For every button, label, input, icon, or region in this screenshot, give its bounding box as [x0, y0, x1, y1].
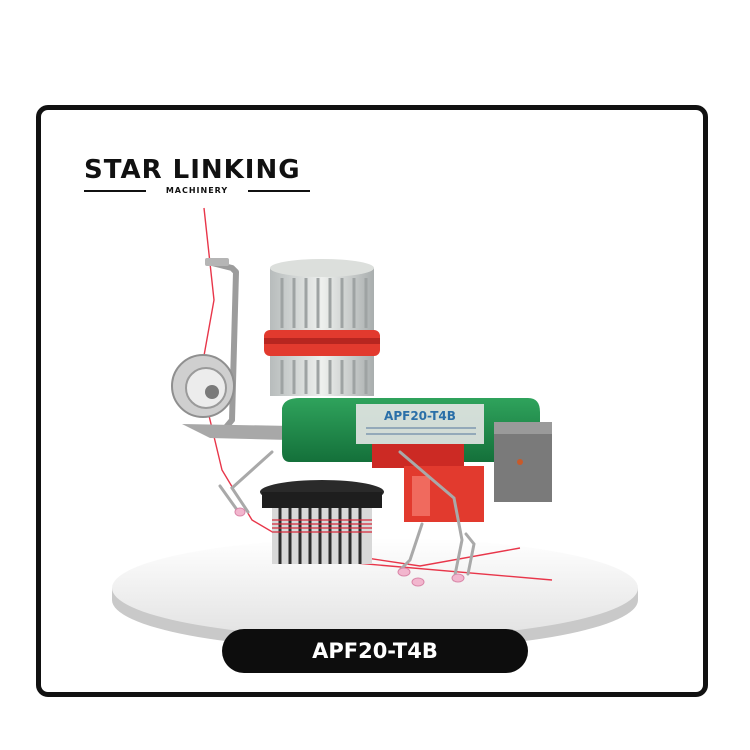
body-model-label: APF20-T4B — [384, 409, 456, 423]
belt-pulley — [264, 259, 380, 396]
tension-disc — [171, 354, 235, 418]
tension-arm — [205, 258, 239, 434]
brand-tagline: MACHINERY — [165, 186, 229, 195]
guide-eyelets — [234, 507, 465, 587]
yarn-thread — [199, 207, 553, 581]
tagline-rule-left — [84, 189, 146, 192]
storage-drum — [260, 480, 384, 564]
red-sensor-box — [404, 466, 484, 522]
side-sensor-block — [494, 422, 552, 502]
machine-body: APF20-T4B — [282, 398, 540, 468]
product-model-label: APF20-T4B — [222, 629, 528, 673]
brand-name: STAR LINKING — [84, 155, 301, 185]
guide-plate — [182, 424, 292, 440]
brand-logo: STAR LINKING MACHINERY — [84, 155, 310, 195]
tagline-rule-right — [248, 189, 310, 192]
brand-tagline-row: MACHINERY — [84, 186, 310, 195]
